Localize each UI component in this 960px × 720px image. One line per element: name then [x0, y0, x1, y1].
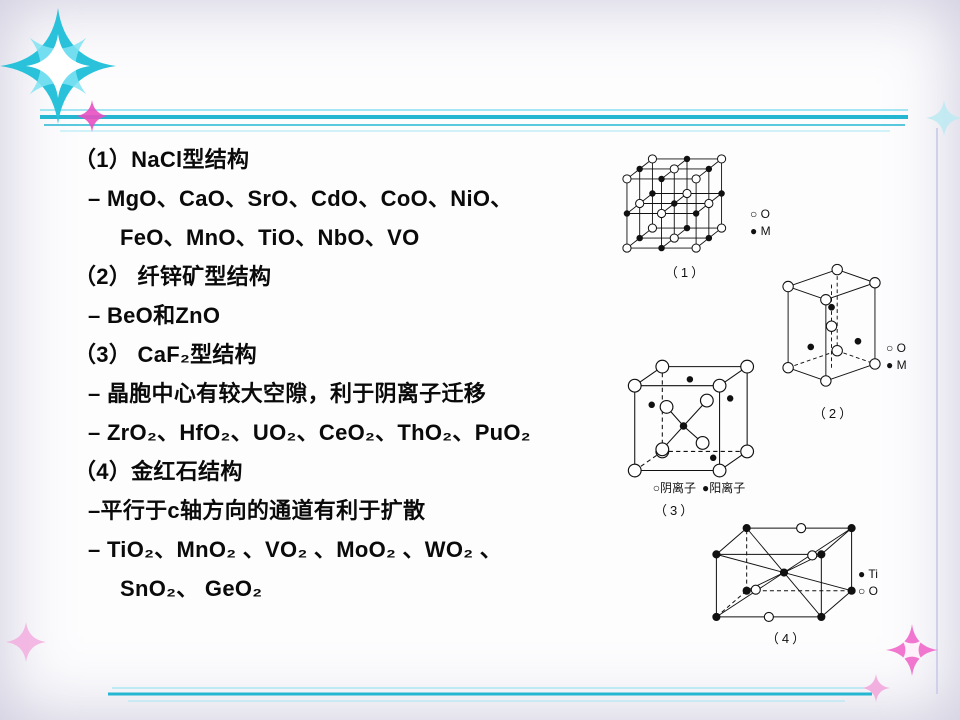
legend-anion: ○ O: [750, 207, 770, 221]
nacl-unit-cell-diagram: [622, 154, 727, 253]
slide-text-block: （1）NaCl型结构 – MgO、CaO、SrO、CdO、CoO、NiO、 Fe…: [74, 140, 619, 608]
legend-cation: ● M: [750, 224, 771, 238]
text-line: – BeO和ZnO: [88, 303, 221, 328]
figure-caption: （1）: [664, 265, 708, 280]
text-line: – MgO、CaO、SrO、CdO、CoO、NiO、: [88, 186, 513, 211]
figure-caf2-structure: ○阴离子 ●阳离子 （3）: [624, 356, 774, 519]
legend-anion: ○阴离子: [652, 481, 696, 495]
text-line: FeO、MnO、TiO、NbO、VO: [120, 225, 420, 250]
legend-anion: ○ O: [858, 584, 878, 598]
legend-cation: ● Ti: [858, 567, 878, 581]
caf2-unit-cell-diagram: [627, 359, 755, 478]
text-line: –平行于c轴方向的通道有利于扩散: [88, 498, 426, 523]
figure-legend: ○ O ● M: [750, 206, 771, 240]
text-line: （4）金红石结构: [74, 459, 243, 484]
rutile-unit-cell-diagram: [712, 523, 856, 623]
text-line: – TiO₂、MnO₂ 、VO₂ 、MoO₂ 、WO₂ 、: [88, 537, 503, 562]
text-line: – ZrO₂、HfO₂、UO₂、CeO₂、ThO₂、PuO₂: [88, 420, 531, 445]
text-line: （1）NaCl型结构: [74, 147, 250, 172]
wurtzite-unit-cell-diagram: [782, 263, 881, 387]
legend-cation: ●阳离子: [702, 481, 746, 495]
figure-legend: ○ O ● M: [886, 340, 907, 374]
figure-caption: （3）: [654, 503, 697, 518]
figure-legend: ● Ti ○ O: [858, 566, 878, 600]
legend-cation: ● M: [886, 358, 907, 372]
text-line: （3） CaF₂型结构: [74, 342, 257, 367]
legend-anion: ○ O: [886, 341, 906, 355]
figure-nacl-structure: ○ O ● M （1）: [616, 148, 771, 281]
figure-wurtzite-structure: ○ O ● M （2）: [773, 258, 907, 422]
figure-rutile-structure: ● Ti ○ O （4）: [708, 512, 878, 647]
figure-caption: （2）: [812, 406, 856, 421]
text-line: （2） 纤锌矿型结构: [74, 264, 272, 289]
text-line: – 晶胞中心有较大空隙，利于阴离子迁移: [88, 381, 487, 406]
figure-caption: （4）: [765, 631, 809, 646]
figure-legend: ○阴离子 ●阳离子: [624, 480, 774, 497]
text-line: SnO₂、 GeO₂: [120, 576, 263, 601]
